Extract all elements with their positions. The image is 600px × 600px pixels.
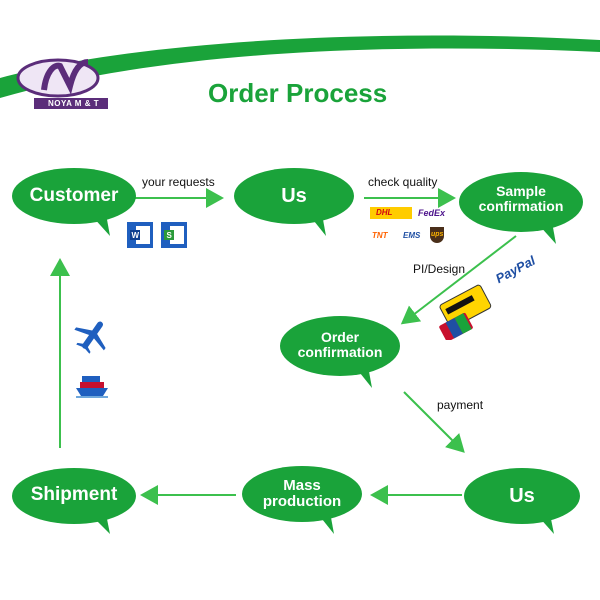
header-swoosh	[0, 35, 600, 98]
node-customer-bubble	[12, 168, 136, 236]
node-customer: Customer	[29, 185, 119, 206]
node-sample-bubble	[459, 172, 583, 244]
edge-label-pi-design: PI/Design	[413, 262, 466, 276]
node-us-top-bubble	[234, 168, 354, 236]
node-order-confirmation: Order confirmation	[297, 329, 383, 360]
edge-label-payment: payment	[437, 398, 484, 412]
arrow-sample-to-order	[400, 235, 517, 325]
arrow-order-to-us	[403, 391, 465, 453]
logo-text: NOYA M & T	[48, 99, 100, 108]
node-us-top: Us	[281, 185, 307, 207]
word-document-icon: W	[127, 222, 153, 248]
node-shipment: Shipment	[30, 484, 118, 505]
node-us-bottom-bubble	[464, 468, 580, 534]
ups-logo-text: ups	[431, 231, 444, 238]
edge-label-your-requests: your requests	[142, 175, 215, 189]
airplane-icon	[74, 321, 106, 354]
svg-text:S: S	[167, 231, 173, 240]
page-title: Order Process	[208, 78, 388, 108]
credit-card-icon	[439, 284, 492, 340]
ups-logo	[430, 227, 444, 243]
svg-text:W: W	[132, 231, 140, 240]
ship-icon	[76, 376, 108, 398]
fedex-logo-text: FedEx	[418, 208, 446, 218]
node-sample-confirmation: Sample confirmation	[478, 183, 564, 214]
company-logo: NOYA M & T	[14, 54, 114, 110]
spreadsheet-document-icon: S	[161, 222, 187, 248]
node-order-bubble	[280, 316, 400, 388]
dhl-logo	[370, 207, 412, 219]
ems-logo-text: EMS	[403, 231, 421, 240]
node-mass-bubble	[242, 466, 362, 534]
edge-label-check-quality: check quality	[368, 175, 438, 189]
node-mass-production: Mass production	[262, 477, 342, 510]
node-shipment-bubble	[12, 468, 136, 534]
node-us-bottom: Us	[509, 485, 535, 507]
dhl-logo-text: DHL	[376, 208, 393, 217]
tnt-logo-text: TNT	[372, 231, 388, 240]
